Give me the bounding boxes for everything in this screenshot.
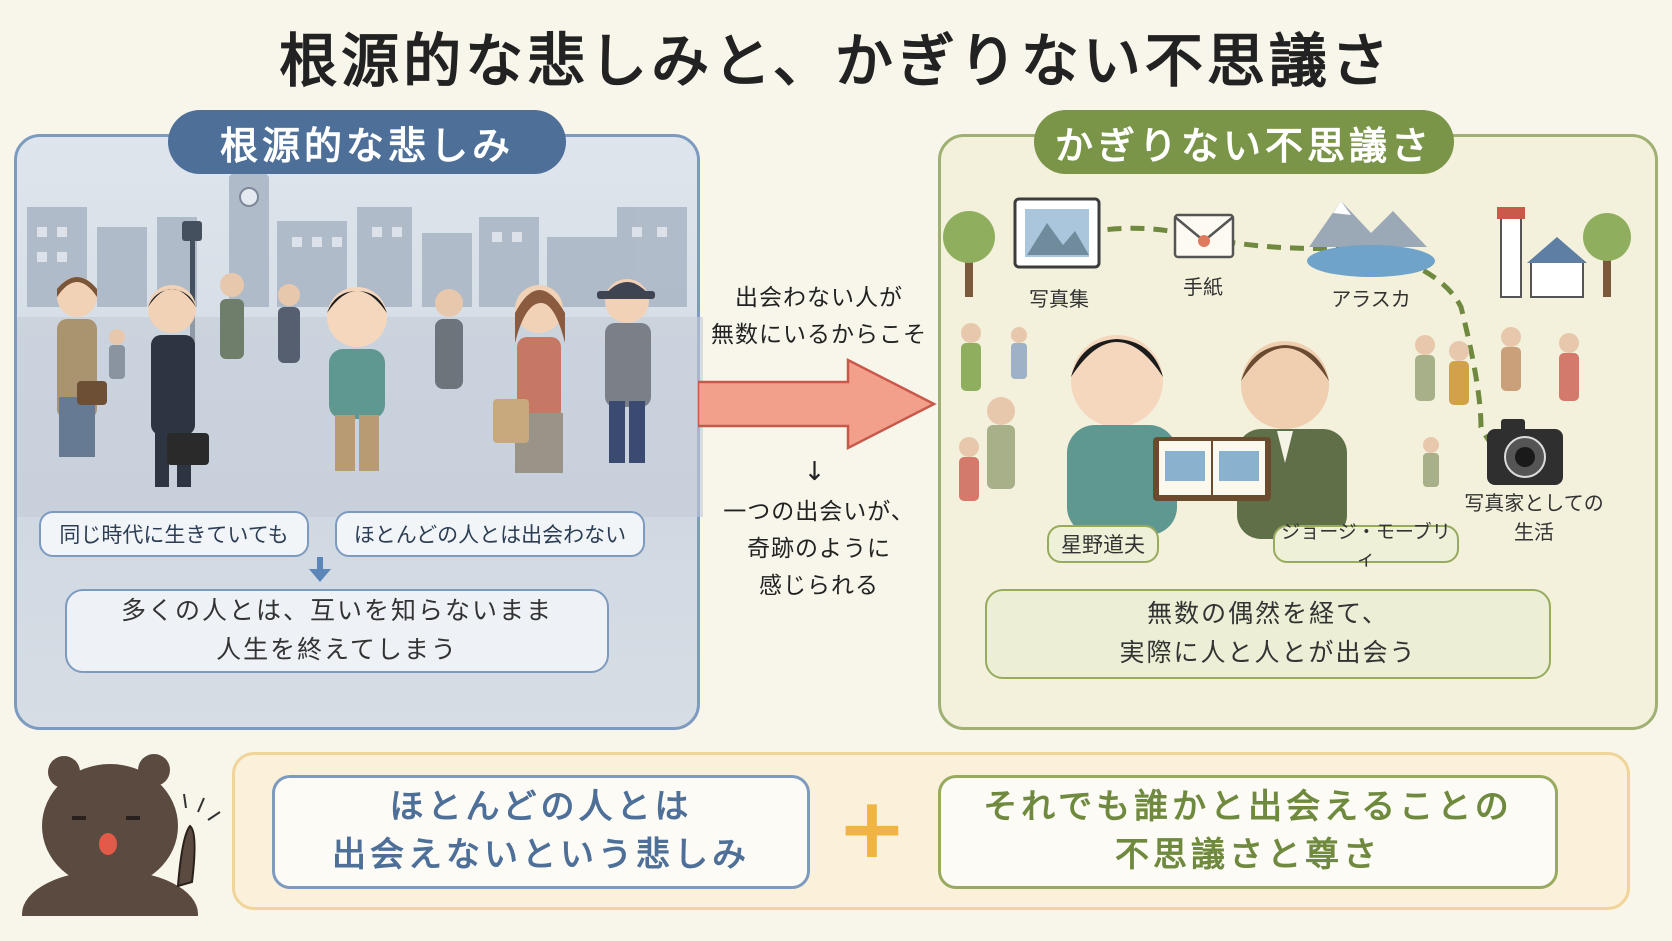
plus-icon: + <box>836 779 908 877</box>
middle-bottom-line-1: 一つの出会いが、 <box>723 499 915 525</box>
down-arrow-icon <box>309 557 331 582</box>
middle-down-arrow: ↓ <box>803 457 827 487</box>
page-title: 根源的な悲しみと、かぎりない不思議さ <box>279 27 1393 95</box>
right-summary-line-2: 実際に人と人とが出会う <box>1119 638 1417 667</box>
left-panel: 同じ時代に生きていても ほとんどの人とは出会わない 多くの人とは、互いを知らない… <box>14 134 703 730</box>
encounter-illustration <box>943 197 1631 539</box>
camera-label: 写真家としての 生活 <box>1449 489 1619 547</box>
middle-top-line-2: 無数にいるからこそ <box>711 321 927 348</box>
person-label-hoshino: 星野道夫 <box>1047 525 1159 563</box>
right-summary-line-1: 無数の偶然を経て、 <box>1147 599 1389 629</box>
right-summary-box: 無数の偶然を経て、 実際に人と人とが出会う <box>985 589 1551 679</box>
letter-label: 手紙 <box>1183 275 1223 299</box>
right-panel-heading: かぎりない不思議さ <box>1034 110 1454 174</box>
chip-same-era: 同じ時代に生きていても <box>39 511 309 557</box>
left-panel-heading: 根源的な悲しみ <box>168 110 566 174</box>
middle-top-line-1: 出会わない人が <box>735 285 903 311</box>
bottom-left-line-1: ほとんどの人とは <box>389 787 693 828</box>
middle-bottom-text: 一つの出会いが、 奇跡のように 感じられる <box>700 494 938 604</box>
right-panel: 写真集 手紙 アラスカ 写真家としての 生活 星野道夫 ジョージ・モーブリィ 無… <box>938 134 1658 730</box>
camera-label-line-1: 写真家としての <box>1464 491 1604 515</box>
middle-bottom-line-2: 奇跡のように <box>747 535 891 562</box>
alaska-label: アラスカ <box>1331 287 1411 311</box>
left-summary-line-2: 人生を終えてしまう <box>216 635 458 664</box>
left-summary-line-1: 多くの人とは、互いを知らないまま <box>120 596 553 626</box>
photobook-label: 写真集 <box>1029 287 1089 311</box>
bottom-right-line-1: それでも誰かと出会えることの <box>983 787 1513 828</box>
bottom-sorrow-box: ほとんどの人とは 出会えないという悲しみ <box>272 775 810 889</box>
bottom-right-line-2: 不思議さと尊さ <box>1115 835 1381 875</box>
main-arrow-icon <box>698 357 937 451</box>
bottom-left-line-2: 出会えないという悲しみ <box>332 835 750 875</box>
bear-mascot-icon <box>22 754 221 916</box>
chip-never-meet: ほとんどの人とは出会わない <box>335 511 645 557</box>
middle-top-text: 出会わない人が 無数にいるからこそ <box>700 280 938 354</box>
camera-label-line-2: 生活 <box>1514 520 1554 544</box>
middle-bottom-line-3: 感じられる <box>759 572 879 599</box>
person-label-mobley: ジョージ・モーブリィ <box>1273 521 1459 570</box>
bottom-wonder-box: それでも誰かと出会えることの 不思議さと尊さ <box>938 775 1558 889</box>
left-summary-box: 多くの人とは、互いを知らないまま 人生を終えてしまう <box>65 589 609 673</box>
